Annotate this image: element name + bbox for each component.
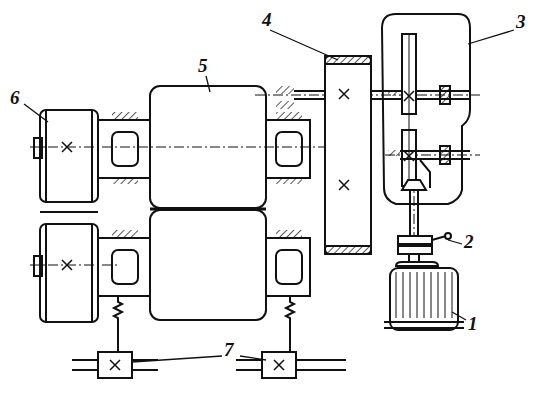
callout-number: 3: [516, 12, 526, 31]
callout-number: 2: [464, 232, 474, 251]
motor-coupling: [384, 190, 464, 330]
callout-number: 4: [262, 10, 272, 29]
roll-necks: [98, 120, 310, 296]
work-rolls: [150, 86, 266, 320]
gear-wheel: [294, 56, 405, 254]
reduction-gearbox: [382, 14, 470, 204]
center-lines: [30, 95, 480, 265]
leader-lines: [24, 30, 514, 362]
callout-number: 7: [224, 340, 234, 359]
callout-number: 1: [468, 314, 478, 333]
pinion-stand: [34, 110, 98, 322]
callout-number: 5: [198, 56, 208, 75]
callout-number: 6: [10, 88, 20, 107]
motor-ribs: [396, 272, 452, 318]
thrust-devices: [72, 296, 346, 378]
